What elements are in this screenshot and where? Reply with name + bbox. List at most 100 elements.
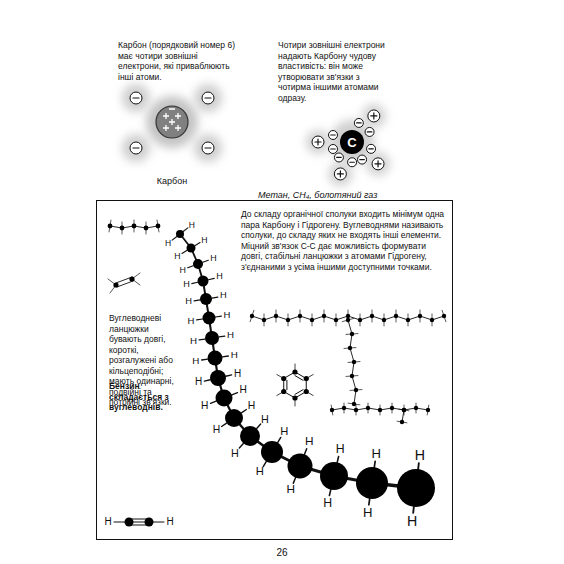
minus-sign	[133, 97, 139, 98]
carbon-dot	[370, 314, 374, 318]
carbon-dot	[354, 408, 358, 412]
carbon-dot	[350, 374, 354, 378]
electron	[130, 142, 142, 154]
atom-symbol: H	[231, 350, 238, 360]
atom-symbol: H	[256, 467, 264, 478]
minus-sign	[350, 162, 355, 163]
hydrogen-bond	[329, 490, 330, 496]
carbon-dot	[382, 318, 386, 322]
electron	[367, 144, 376, 153]
carbon-dot	[342, 406, 346, 410]
figure-caption: Карбон	[132, 176, 212, 187]
atom-symbol: H	[216, 273, 223, 282]
hydrogen-bond	[212, 296, 218, 298]
hydrogen-bond	[215, 315, 221, 317]
electron	[329, 145, 338, 154]
carbon-dot	[304, 376, 309, 381]
carbon-dot	[320, 462, 348, 490]
carbon-dot	[286, 318, 290, 322]
hydrogen-bond	[153, 522, 164, 523]
ring-double-bond	[295, 390, 303, 395]
electron	[130, 92, 142, 104]
carbon-dot	[350, 332, 354, 336]
minus-sign	[360, 159, 365, 160]
carbon-atom: C	[340, 130, 364, 154]
carbon-dot	[156, 224, 161, 229]
carbon-dot	[418, 314, 422, 318]
atom-symbol: H	[407, 514, 417, 528]
minus-sign	[205, 97, 211, 98]
carbon-dot	[200, 293, 212, 305]
hydrogen-bond	[182, 250, 187, 253]
carbon-dot	[198, 276, 209, 287]
plus-sign	[373, 113, 374, 119]
ring-double-bond	[295, 376, 303, 381]
atom-symbol: H	[195, 377, 202, 387]
hydrogen-bond	[219, 335, 225, 337]
carbon-dot	[281, 389, 286, 394]
carbon-dot	[397, 469, 435, 507]
plus-sign	[377, 161, 378, 167]
hydrogen-tick	[250, 310, 254, 321]
ring-double-bond	[286, 380, 287, 389]
hydrogen-bond	[211, 401, 217, 403]
atom-symbol: H	[165, 239, 171, 248]
carbon-dot	[210, 370, 226, 386]
hydrogen-bond	[226, 375, 232, 376]
carbon-dot	[298, 314, 302, 318]
hydrogen-bond	[278, 437, 281, 442]
carbon-dot	[358, 318, 362, 322]
hydrogen-bond	[239, 443, 243, 447]
minus-sign	[331, 134, 336, 135]
carbon-dot	[346, 318, 350, 322]
carbon-dot	[352, 360, 356, 364]
carbon-dot	[394, 314, 398, 318]
atom-symbol: H	[336, 443, 345, 455]
atom-symbol: H	[188, 316, 195, 326]
carbon-dot	[304, 389, 309, 394]
electron	[202, 92, 214, 104]
triple-bond	[130, 525, 148, 526]
carbon-dot	[402, 408, 406, 412]
atom-symbol: H	[287, 484, 296, 496]
atom-symbol: H	[192, 356, 199, 366]
nucleus-glow	[146, 96, 198, 148]
proton-signs	[163, 109, 181, 131]
hydrogen-nucleus	[372, 158, 384, 170]
hydrogen-bond	[412, 507, 415, 513]
atom-symbol: H	[234, 369, 241, 379]
atom-symbol: H	[280, 426, 288, 437]
hydrogen-bond	[417, 463, 420, 469]
atom-symbol: H	[220, 292, 227, 301]
hydrogen-bond	[222, 355, 228, 357]
hydrogen-nucleus	[334, 168, 346, 180]
carbon-dot	[292, 395, 297, 400]
carbon-dot	[346, 314, 350, 318]
carbon-dot	[144, 226, 149, 231]
carbon-dot	[113, 282, 118, 287]
hydrogen-bond	[204, 380, 210, 381]
carbon-atom	[146, 96, 198, 148]
carbon-dot	[274, 314, 278, 318]
carbon-dot	[250, 314, 254, 318]
hydrogen-bond	[373, 461, 376, 467]
atom-symbol: H	[248, 401, 256, 411]
carbon-dot	[216, 390, 233, 407]
hydrogen-bond	[293, 478, 295, 484]
carbon-dot	[378, 408, 382, 412]
carbon-dot	[240, 426, 260, 446]
atom-symbol: H	[183, 280, 190, 289]
hydrogen-bond	[188, 266, 194, 268]
hydrogen-bond	[194, 299, 200, 301]
carbon-dot	[414, 406, 418, 410]
atom-symbol: H	[227, 330, 234, 340]
hydrogen-bond	[222, 423, 227, 426]
minus-sign	[133, 147, 139, 148]
atom-symbol: H	[305, 436, 314, 448]
minus-sign	[369, 148, 374, 149]
electron	[358, 155, 367, 164]
atom-symbol: H	[174, 252, 180, 261]
hydrogen-bond	[241, 410, 246, 413]
atom-symbol: H	[189, 220, 195, 229]
atom-symbol: H	[372, 447, 381, 460]
